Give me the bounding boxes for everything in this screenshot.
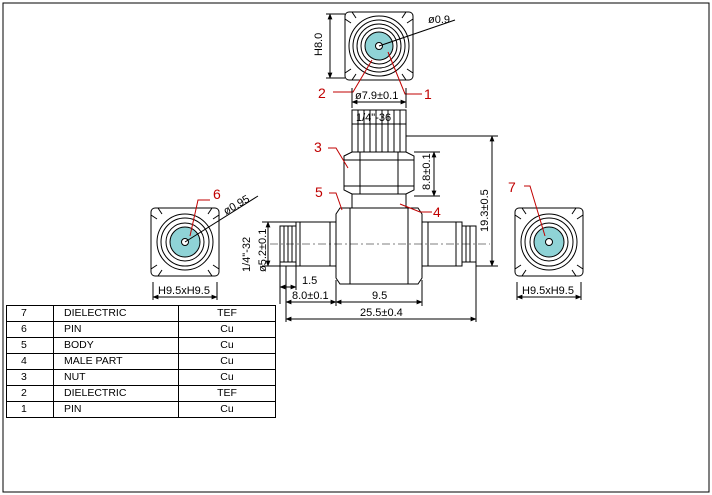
part-name: DIELECTRIC bbox=[53, 385, 179, 402]
callout-4: 4 bbox=[433, 204, 441, 220]
callout-6-leader bbox=[189, 199, 210, 237]
nut bbox=[343, 151, 415, 195]
dim-thread-side: 1/4"-32 bbox=[241, 237, 253, 272]
callout-2-leader bbox=[333, 59, 373, 93]
top-face-corners bbox=[344, 11, 414, 81]
part-number: 6 bbox=[6, 321, 54, 338]
part-number: 7 bbox=[6, 305, 54, 322]
callout-7-leader bbox=[524, 185, 546, 237]
left-end-view bbox=[150, 195, 259, 300]
top-end-view bbox=[326, 11, 456, 81]
dim-9-5: 9.5 bbox=[372, 290, 387, 302]
callout-5: 5 bbox=[315, 184, 323, 200]
dim-1-5: 1.5 bbox=[302, 275, 317, 287]
dim-face-right: H9.5xH9.5 bbox=[522, 285, 574, 297]
part-material: Cu bbox=[178, 369, 276, 386]
right-end-view bbox=[514, 207, 584, 300]
dim-height-top: H8.0 bbox=[313, 33, 325, 56]
part-material: Cu bbox=[178, 321, 276, 338]
tee-body bbox=[335, 207, 423, 285]
dim-total-height: 19.3±0.5 bbox=[479, 189, 491, 232]
part-number: 2 bbox=[6, 385, 54, 402]
callout-3-leader bbox=[328, 147, 349, 169]
top-face-square bbox=[344, 11, 414, 81]
part-name: NUT bbox=[53, 369, 179, 386]
part-name: PIN bbox=[53, 401, 179, 418]
part-name: PIN bbox=[53, 321, 179, 338]
part-number: 4 bbox=[6, 353, 54, 370]
dim-nut-height: 8.8±0.1 bbox=[421, 153, 433, 190]
callout-3: 3 bbox=[314, 139, 322, 155]
callout-2: 2 bbox=[318, 85, 326, 101]
front-view bbox=[270, 109, 490, 285]
dim-side-dia: ø5.2±0.1 bbox=[257, 229, 269, 272]
callout-7: 7 bbox=[508, 179, 516, 195]
callout-6: 6 bbox=[213, 186, 221, 202]
part-name: MALE PART bbox=[53, 353, 179, 370]
part-material: Cu bbox=[178, 401, 276, 418]
dim-8-0: 8.0±0.1 bbox=[292, 290, 329, 302]
dim-body-dia: ø7.9±0.1 bbox=[355, 90, 398, 102]
part-number: 5 bbox=[6, 337, 54, 354]
male-part bbox=[351, 193, 407, 209]
dim-pin-dia-top: ø0.9 bbox=[428, 14, 450, 26]
callout-4-leader bbox=[399, 203, 432, 213]
part-material: TEF bbox=[178, 385, 276, 402]
part-number: 3 bbox=[6, 369, 54, 386]
dim-thread-top: 1/4"-36 bbox=[356, 112, 391, 124]
callout-1: 1 bbox=[424, 86, 432, 102]
part-name: DIELECTRIC bbox=[53, 305, 179, 322]
right-pin bbox=[545, 238, 553, 246]
part-name: BODY bbox=[53, 337, 179, 354]
part-number: 1 bbox=[6, 401, 54, 418]
part-material: TEF bbox=[178, 305, 276, 322]
dim-face-left: H9.5xH9.5 bbox=[158, 285, 210, 297]
dim-total-length: 25.5±0.4 bbox=[360, 307, 403, 319]
part-material: Cu bbox=[178, 337, 276, 354]
dim-side-pin-dia: ø0.95 bbox=[222, 193, 252, 217]
part-material: Cu bbox=[178, 353, 276, 370]
callout-5-leader bbox=[329, 192, 343, 211]
callout-1-leader bbox=[387, 51, 422, 95]
